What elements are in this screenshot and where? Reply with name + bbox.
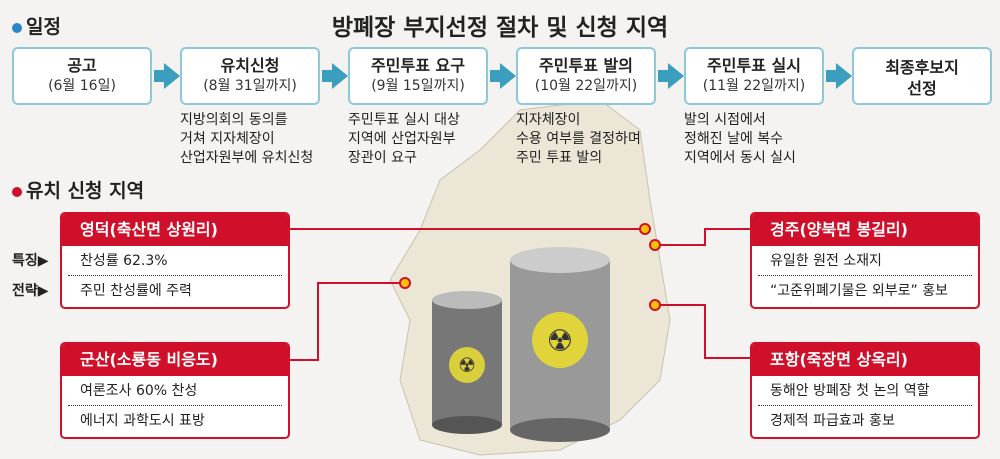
strategy-label: 전략▶ bbox=[12, 283, 49, 299]
description-line: 거쳐 지자체장이 bbox=[180, 131, 275, 147]
schedule-heading: 일정 bbox=[12, 12, 61, 39]
region-strategy: “고준위폐기물은 외부로” 홍보 bbox=[770, 283, 948, 299]
step-application: 유치신청 (8월 31일까지) bbox=[180, 47, 320, 105]
barrel-small: ☢ bbox=[432, 291, 502, 434]
region-strategy: 에너지 과학도시 표방 bbox=[80, 413, 205, 429]
description-line: 지역에 산업자원부 bbox=[348, 131, 456, 147]
description-line: 정해진 날에 복수 bbox=[684, 131, 784, 147]
step-name: 최종후보지 bbox=[885, 58, 959, 77]
step-name: 주민투표 실시 bbox=[707, 56, 801, 75]
description-line: 발의 시점에서 bbox=[684, 112, 766, 128]
description-line: 지방의회의 동의를 bbox=[180, 112, 288, 128]
region-card-yeongdeok: 영덕(축산면 상원리)찬성률 62.3% 주민 찬성률에 주력 bbox=[60, 212, 290, 309]
description-line: 지역에서 동시 실시 bbox=[684, 150, 796, 166]
step-vote-held: 주민투표 실시 (11월 22일까지) bbox=[684, 47, 824, 105]
region-name: 경주(양북면 봉길리) bbox=[752, 214, 978, 246]
description-line: 지자체장이 bbox=[516, 112, 581, 128]
description-line: 산업자원부에 유치신청 bbox=[180, 150, 314, 166]
arrow-right-icon bbox=[658, 63, 684, 89]
region-feature: 찬성률 62.3% bbox=[68, 246, 282, 276]
step-date: (6월 16일) bbox=[48, 78, 116, 94]
step-name-line2: 선정 bbox=[907, 79, 937, 98]
region-strategy: 주민 찬성률에 주력 bbox=[80, 283, 192, 299]
step-date: (10월 22일까지) bbox=[534, 78, 638, 94]
bullet-icon bbox=[12, 186, 22, 197]
description-line: 주민투표 실시 대상 bbox=[348, 112, 460, 128]
connector-lines bbox=[290, 228, 750, 361]
region-feature: 유일한 원전 소재지 bbox=[758, 246, 972, 276]
step-date: (8월 31일까지) bbox=[203, 78, 297, 94]
description-line: 수용 여부를 결정하며 bbox=[516, 131, 641, 147]
region-strategy: 경제적 파급효과 홍보 bbox=[770, 413, 895, 429]
region-card-gyeongju: 경주(양북면 봉길리)유일한 원전 소재지 “고준위폐기물은 외부로” 홍보 bbox=[750, 212, 980, 309]
region-feature: 여론조사 60% 찬성 bbox=[68, 376, 282, 406]
schedule-heading-text: 일정 bbox=[26, 16, 61, 38]
step-vote-initiation: 주민투표 발의 (10월 22일까지) bbox=[516, 47, 656, 105]
location-markers bbox=[399, 223, 661, 311]
radiation-icon: ☢ bbox=[458, 353, 476, 377]
bullet-icon bbox=[12, 22, 22, 33]
step-name: 주민투표 요구 bbox=[371, 56, 465, 75]
page-title: 방폐장 부지선정 절차 및 신청 지역 bbox=[331, 15, 669, 41]
region-name: 군산(소룡동 비응도) bbox=[62, 344, 288, 376]
barrel-large: ☢ bbox=[510, 247, 610, 442]
region-feature: 동해안 방폐장 첫 논의 역할 bbox=[758, 376, 972, 406]
description-line: 장관이 요구 bbox=[348, 150, 417, 166]
step-name: 유치신청 bbox=[220, 56, 280, 75]
step-name: 주민투표 발의 bbox=[539, 56, 633, 75]
arrow-right-icon bbox=[154, 63, 180, 89]
regions-heading-text: 유치 신청 지역 bbox=[26, 180, 145, 202]
arrow-right-icon bbox=[490, 63, 516, 89]
feature-label: 특징▶ bbox=[12, 253, 49, 269]
step-name: 공고 bbox=[67, 56, 97, 75]
step-date: (9월 15일까지) bbox=[371, 78, 465, 94]
description-line: 주민 투표 발의 bbox=[516, 150, 603, 166]
regions-heading: 유치 신청 지역 bbox=[12, 176, 144, 203]
step-date: (11월 22일까지) bbox=[702, 78, 806, 94]
arrow-right-icon bbox=[826, 63, 852, 89]
region-name: 영덕(축산면 상원리) bbox=[62, 214, 288, 246]
step-announcement: 공고 (6월 16일) bbox=[12, 47, 152, 105]
step-vote-request: 주민투표 요구 (9월 15일까지) bbox=[348, 47, 488, 105]
arrow-right-icon bbox=[322, 63, 348, 89]
radiation-icon: ☢ bbox=[547, 324, 574, 359]
region-name: 포항(죽장면 상옥리) bbox=[752, 344, 978, 376]
